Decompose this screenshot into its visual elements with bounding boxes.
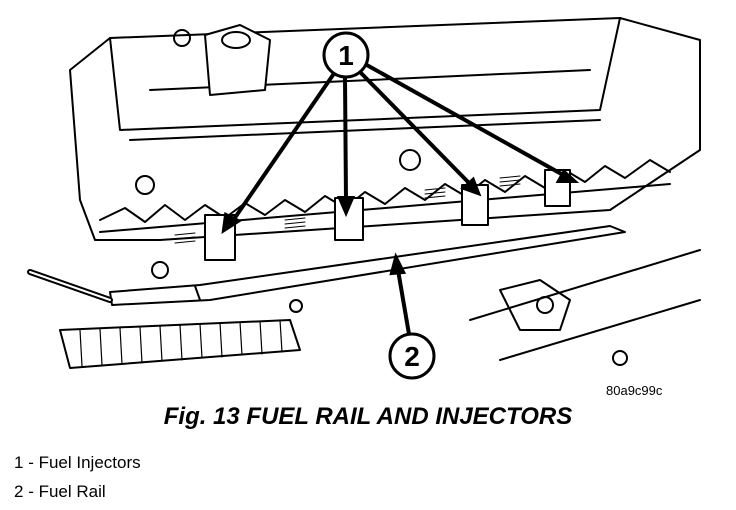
callout-2-label: 2 <box>404 341 420 372</box>
callout-2-circle <box>388 332 436 380</box>
callout-1-label: 1 <box>338 40 354 71</box>
legend-item: 2 - Fuel Rail <box>14 482 106 502</box>
engine-illustration: 1 2 <box>27 17 701 380</box>
figure-caption: Fig. 13 FUEL RAIL AND INJECTORS <box>163 403 573 430</box>
legend-label: Fuel Injectors <box>38 453 141 472</box>
bracket <box>499 279 571 331</box>
injector-3 <box>461 184 489 226</box>
intake-runner <box>99 159 671 223</box>
legend-separator: - <box>23 482 39 501</box>
fuel-rail <box>109 225 626 306</box>
figure-code: 80a9c99c <box>606 383 663 398</box>
legend-item: 1 - Fuel Injectors <box>14 453 141 473</box>
legend-number: 2 <box>14 482 24 501</box>
sensor-cap <box>204 24 271 96</box>
legend-separator: - <box>23 453 39 472</box>
legend-number: 1 <box>14 453 24 472</box>
callout-1-circle <box>322 31 370 79</box>
valve-cover-ridge <box>109 17 621 131</box>
legend-label: Fuel Rail <box>38 482 106 501</box>
